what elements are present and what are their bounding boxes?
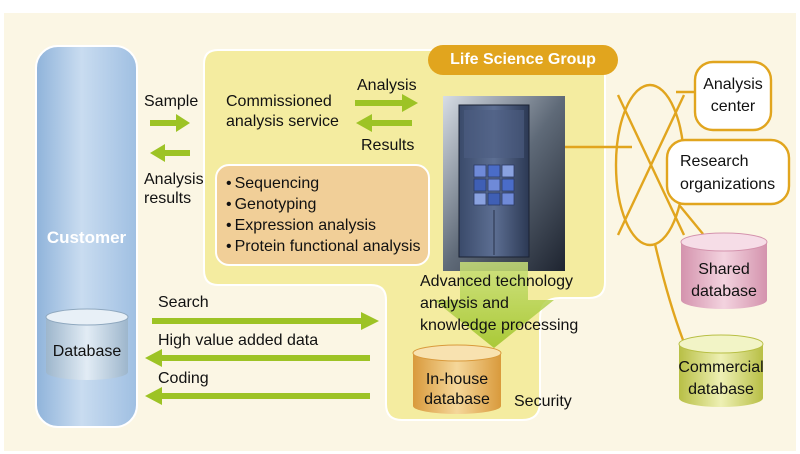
analysis-results-arrow [150, 144, 190, 162]
customer-db-cylinder [45, 308, 129, 380]
analysis-results-label-2: results [144, 190, 192, 207]
analysis-label: Analysis [357, 77, 417, 94]
service-item: Genotyping [226, 194, 421, 215]
service-item: Expression analysis [226, 215, 421, 236]
group-title-pill [428, 45, 618, 75]
research-orgs-label-1: Research [680, 153, 749, 170]
security-label: Security [514, 393, 572, 410]
results-arrow [356, 114, 412, 132]
service-label-1: Commissioned [226, 93, 332, 110]
research-orgs-label-2: organizations [680, 176, 776, 193]
analysis-results-label-1: Analysis [144, 171, 204, 188]
service-label-2: analysis service [226, 113, 339, 130]
group-title: Life Science Group [450, 51, 596, 68]
search-arrow [152, 312, 379, 330]
analysis-center-label-2: center [710, 98, 756, 115]
coding-label: Coding [158, 370, 209, 387]
inhouse-db-label-1: In-house [425, 371, 489, 388]
inhouse-db-label-2: database [424, 391, 490, 408]
analysis-center-box [693, 60, 773, 132]
results-label: Results [361, 137, 415, 154]
service-item: Sequencing [226, 173, 421, 194]
processing-arrow [434, 262, 554, 348]
processing-label-2: analysis and [420, 295, 509, 312]
search-label: Search [158, 294, 209, 311]
analysis-center-label-1: Analysis [703, 76, 763, 93]
commercial-db-label-1: Commercial [678, 359, 764, 376]
service-item: Protein functional analysis [226, 236, 421, 257]
commercial-db-cylinder [678, 334, 764, 407]
shared-db-label-1: Shared [698, 261, 750, 278]
customer-database-label: Database [52, 343, 122, 360]
services-list: Sequencing Genotyping Expression analysi… [226, 173, 421, 257]
high-value-label: High value added data [158, 332, 319, 349]
green-arrows [145, 94, 418, 405]
processing-label-1: Advanced technology [420, 273, 573, 290]
research-orgs-box [665, 138, 791, 206]
shared-db-label-2: database [691, 283, 757, 300]
sample-arrow [150, 114, 190, 132]
inhouse-db-cylinder [412, 344, 502, 414]
commercial-db-label-2: database [688, 381, 754, 398]
processing-label-3: knowledge processing [420, 317, 579, 334]
analysis-arrow [355, 94, 418, 112]
shared-db-cylinder [680, 232, 768, 309]
sample-label: Sample [144, 93, 199, 110]
high-value-arrow [145, 349, 370, 367]
customer-label: Customer [46, 228, 127, 247]
coding-arrow [145, 387, 370, 405]
server-tower-icon [443, 96, 565, 271]
